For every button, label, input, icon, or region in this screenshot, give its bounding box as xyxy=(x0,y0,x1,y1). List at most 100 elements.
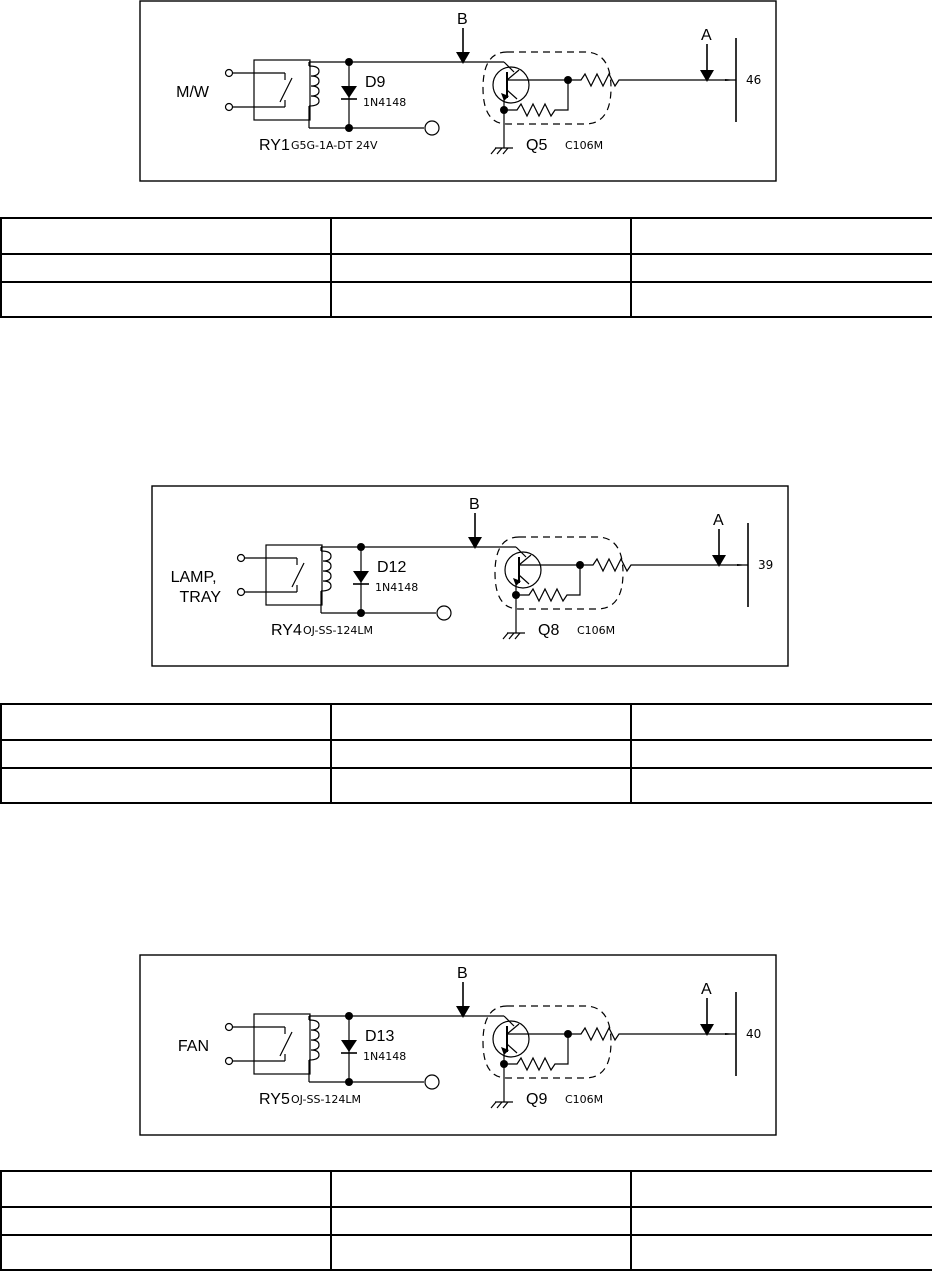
diode-label: D9 xyxy=(365,74,386,91)
probe-b-marker: B xyxy=(456,965,470,1018)
ic-pin-number: 39 xyxy=(758,558,773,572)
svg-text:A: A xyxy=(713,512,724,529)
supply-terminal xyxy=(436,605,452,621)
transistor-junction-dots xyxy=(512,561,584,599)
table-cell xyxy=(630,1206,932,1236)
diode-symbol xyxy=(341,1040,357,1054)
table-cell xyxy=(0,1170,332,1208)
pin-arrow xyxy=(725,1033,736,1035)
probe-a-marker: A xyxy=(700,27,714,82)
relay-part-label: G5G-1A-DT 24V xyxy=(291,139,378,152)
supply-terminal xyxy=(424,1074,440,1090)
transistor-symbol xyxy=(482,1005,736,1109)
table-cell xyxy=(330,703,632,741)
relay-part-label: OJ-SS-124LM xyxy=(291,1093,361,1106)
diode-part-label: 1N4148 xyxy=(375,581,418,594)
transistor-label: Q9 xyxy=(526,1091,547,1108)
diode-label: D12 xyxy=(377,559,406,576)
measurement-table-3 xyxy=(0,1170,932,1271)
table-cell xyxy=(330,1234,632,1271)
load-label: M/W xyxy=(176,84,210,101)
transistor-junction-dots xyxy=(500,1030,572,1068)
measurement-table-1 xyxy=(0,217,932,318)
relay-driver-schematic: FAN xyxy=(139,954,777,1136)
transistor-part-label: C106M xyxy=(577,624,615,637)
schematic-frame xyxy=(151,485,789,667)
diode-symbol xyxy=(353,571,369,585)
table-cell xyxy=(0,767,332,804)
table-cell xyxy=(630,739,932,769)
table-cell xyxy=(330,253,632,283)
table-cell xyxy=(630,253,932,283)
table-cell xyxy=(630,1170,932,1208)
table-cell xyxy=(330,1206,632,1236)
diode-symbol xyxy=(341,86,357,100)
diode-label: D13 xyxy=(365,1028,394,1045)
table-cell xyxy=(330,739,632,769)
table-cell xyxy=(630,767,932,804)
diode-part-label: 1N4148 xyxy=(363,96,406,109)
table-cell xyxy=(630,217,932,255)
transistor-part-label: C106M xyxy=(565,139,603,152)
transistor-part-label: C106M xyxy=(565,1093,603,1106)
junction-dots xyxy=(357,543,365,617)
table-cell xyxy=(330,217,632,255)
relay-label: RY1 xyxy=(259,137,290,154)
relay-body xyxy=(244,544,332,613)
transistor-label: Q5 xyxy=(526,137,547,154)
schematic-frame xyxy=(139,954,777,1136)
emitter-arrow xyxy=(501,93,509,101)
relay-driver-schematic: LAMP, TRAY xyxy=(151,485,789,667)
load-label: LAMP, TRAY xyxy=(171,569,222,606)
junction-dots xyxy=(345,1012,353,1086)
svg-text:A: A xyxy=(701,27,712,44)
table-cell xyxy=(330,1170,632,1208)
measurement-table-2 xyxy=(0,703,932,804)
circuit-3: FAN xyxy=(139,954,779,1140)
ic-pin-number: 46 xyxy=(746,73,761,87)
svg-text:B: B xyxy=(457,965,468,982)
supply-wiring xyxy=(321,546,527,614)
table-cell xyxy=(0,1234,332,1271)
probe-b-marker: B xyxy=(468,496,482,549)
relay-part-label: OJ-SS-124LM xyxy=(303,624,373,637)
transistor-junction-dots xyxy=(500,76,572,114)
emitter-arrow xyxy=(501,1047,509,1055)
table-cell xyxy=(630,703,932,741)
table-cell xyxy=(0,703,332,741)
table-cell xyxy=(330,281,632,318)
contact-terminals xyxy=(236,553,246,597)
svg-text:B: B xyxy=(457,11,468,28)
table-cell xyxy=(630,1234,932,1271)
circuit-2: LAMP, TRAY xyxy=(151,485,791,671)
emitter-arrow xyxy=(513,578,521,586)
relay-body xyxy=(232,1013,320,1082)
relay-label: RY4 xyxy=(271,622,302,639)
supply-terminal xyxy=(424,120,440,136)
table-cell xyxy=(0,281,332,318)
table-cell xyxy=(0,253,332,283)
table-cell xyxy=(330,767,632,804)
junction-dots xyxy=(345,58,353,132)
schematic-frame xyxy=(139,0,777,182)
circuit-1: M/W xyxy=(139,0,779,186)
table-cell xyxy=(0,217,332,255)
ic-pin-number: 40 xyxy=(746,1027,761,1041)
svg-text:B: B xyxy=(469,496,480,513)
probe-a-marker: A xyxy=(712,512,726,567)
contact-terminals xyxy=(224,1022,234,1066)
relay-label: RY5 xyxy=(259,1091,290,1108)
pin-arrow xyxy=(737,564,748,566)
probe-b-marker: B xyxy=(456,11,470,64)
pin-arrow xyxy=(725,79,736,81)
table-cell xyxy=(0,1206,332,1236)
relay-driver-schematic: M/W xyxy=(139,0,777,182)
diode-part-label: 1N4148 xyxy=(363,1050,406,1063)
table-cell xyxy=(0,739,332,769)
load-label: FAN xyxy=(178,1038,209,1055)
relay-body xyxy=(232,59,320,128)
svg-text:A: A xyxy=(701,981,712,998)
transistor-label: Q8 xyxy=(538,622,559,639)
table-cell xyxy=(630,281,932,318)
probe-a-marker: A xyxy=(700,981,714,1036)
